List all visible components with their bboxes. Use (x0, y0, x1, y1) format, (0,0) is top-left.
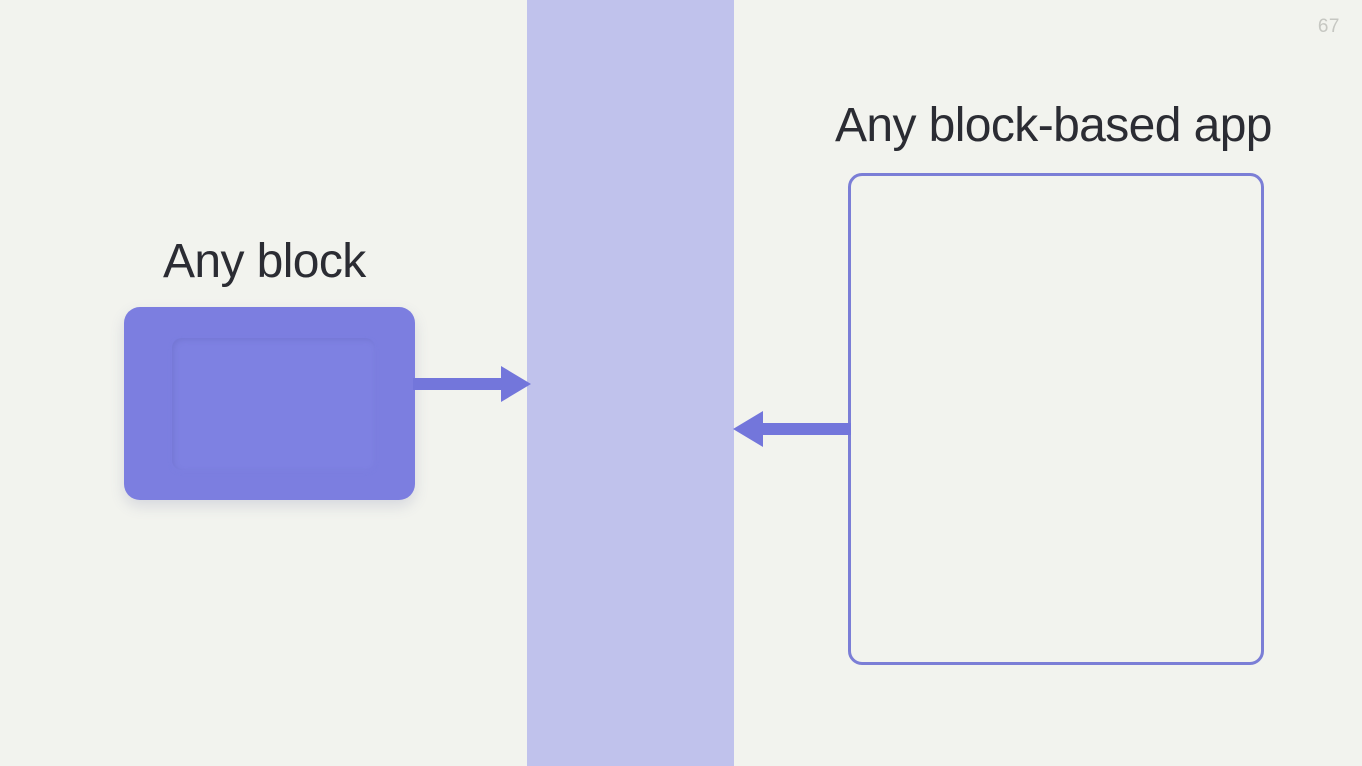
any-block-inner-surface (172, 338, 375, 470)
left-heading: Any block (163, 235, 366, 288)
center-band (527, 0, 734, 766)
any-block-based-app-frame (848, 173, 1264, 665)
any-block-shape (124, 307, 415, 500)
arrow-app-to-band-icon (733, 411, 851, 447)
page-number: 67 (1317, 16, 1340, 37)
arrow-block-to-band-icon (413, 366, 531, 402)
right-heading: Any block-based app (835, 99, 1272, 152)
